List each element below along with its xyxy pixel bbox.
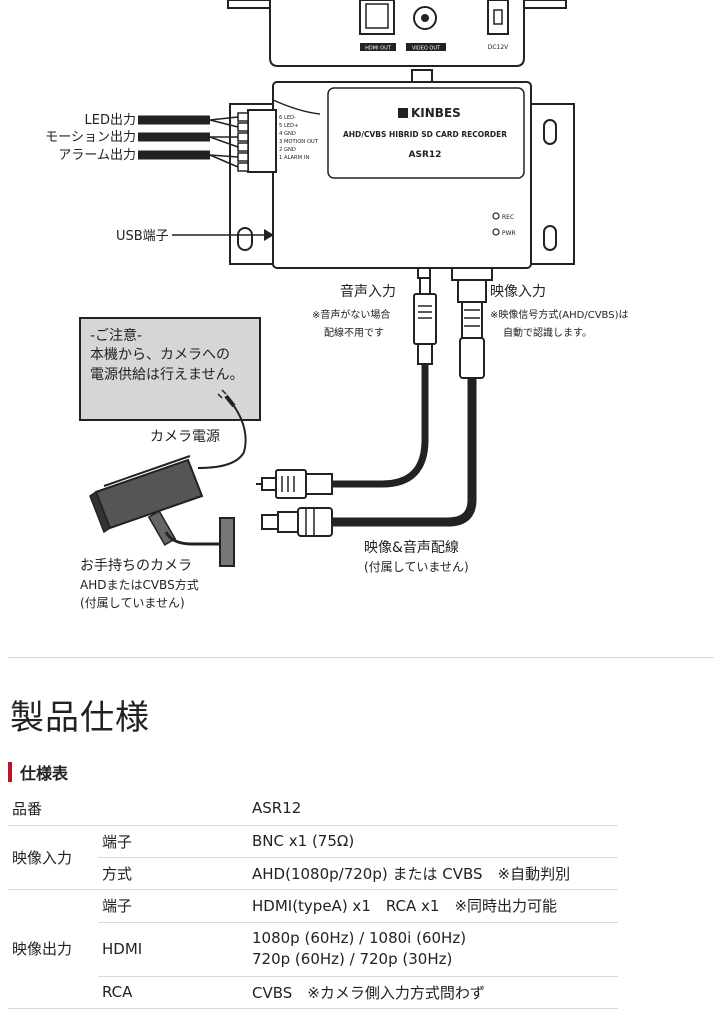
- pin-2-label: 2 GND: [279, 147, 296, 153]
- table-row: 品番 ASR12: [8, 792, 618, 826]
- video-out-label: VIDEO OUT: [412, 46, 441, 52]
- spec-value-video-in-terminal: BNC x1 (75Ω): [248, 825, 618, 858]
- recorder-description: AHD/CVBS HIBRID SD CARD RECORDER: [343, 130, 507, 139]
- audio-note-line2: 配線不用です: [324, 326, 384, 339]
- video-input-label: 映像入力: [490, 284, 546, 300]
- pin-1-label: 1 ALARM IN: [279, 155, 309, 161]
- usb-label: USB端子: [116, 229, 169, 244]
- camera-label-1: お手持ちのカメラ: [80, 558, 192, 574]
- spec-value-video-out-terminal: HDMI(typeA) x1 RCA x1 ※同時出力可能: [248, 889, 618, 923]
- brand-logo-icon: [398, 108, 408, 118]
- hdmi-out-label: HDMI OUT: [365, 46, 392, 52]
- spec-value-video-out-rca: CVBS ※カメラ側入力方式問わず: [248, 976, 618, 1009]
- brand-label: KINBES: [411, 106, 461, 120]
- spec-value-model: ASR12: [248, 792, 618, 826]
- spec-group-video-out: 映像出力: [8, 889, 98, 1009]
- bnc-cable: [261, 279, 487, 537]
- pin-4-label: 4 GND: [279, 131, 296, 137]
- recorder-model: ASR12: [409, 150, 442, 160]
- hdmi-mode-line-2: 720p (60Hz) / 720p (30Hz): [252, 950, 453, 968]
- spec-value-video-in-method: AHD(1080p/720p) または CVBS ※自動判別: [248, 857, 618, 890]
- spec-label-model: 品番: [8, 792, 248, 826]
- spec-sub-video-out-rca: RCA: [98, 976, 248, 1009]
- audio-input-label: 音声入力: [340, 283, 396, 300]
- power-plug-icon: [224, 394, 236, 408]
- dc12v-label: DC12V: [488, 44, 509, 51]
- rec-label: REC: [502, 214, 514, 221]
- notice-line-1: 本機から、カメラへの: [90, 347, 230, 363]
- camera-label-2: AHDまたはCVBS方式: [80, 577, 199, 592]
- video-note-line1: ※映像信号方式(AHD/CVBS)は: [490, 308, 628, 321]
- hdmi-mode-line-1: 1080p (60Hz) / 1080i (60Hz): [252, 929, 467, 947]
- table-row: 映像出力 端子 HDMI(typeA) x1 RCA x1 ※同時出力可能: [8, 889, 618, 1009]
- cable-label: 映像&音声配線: [364, 539, 459, 556]
- motion-output-label: モーション出力: [45, 130, 136, 145]
- terminal-wires: [138, 115, 239, 168]
- pin-3-label: 3 MOTION OUT: [279, 139, 319, 145]
- spec-sub-video-out-terminal: 端子: [98, 889, 248, 923]
- audio-note-line1: ※音声がない場合: [312, 308, 390, 321]
- table-row: 映像入力 端子 BNC x1 (75Ω): [8, 825, 618, 890]
- table-row: HDMI 1080p (60Hz) / 1080i (60Hz) 720p (6…: [8, 922, 618, 977]
- rca-cable: [256, 277, 437, 499]
- spec-value-video-out-hdmi: 1080p (60Hz) / 1080i (60Hz) 720p (60Hz) …: [248, 922, 618, 977]
- section-accent-bar: [8, 762, 12, 782]
- rec-led-icon: [492, 212, 500, 220]
- spec-sub-video-out-hdmi: HDMI: [98, 922, 248, 977]
- recorder-back-view: HDMI OUT VIDEO OUT DC12V: [227, 0, 567, 67]
- table-row: RCA CVBS ※カメラ側入力方式問わず: [8, 976, 618, 1009]
- camera-icon: [89, 455, 235, 567]
- spec-table: 品番 ASR12 映像入力 端子 BNC x1 (75Ω) 方式 AHD(108…: [8, 792, 618, 1009]
- alarm-output-label: アラーム出力: [58, 148, 136, 163]
- camera-power-cord: [197, 405, 247, 469]
- notice-heading: -ご注意-: [90, 327, 142, 344]
- terminal-block: [247, 109, 277, 173]
- camera-power-label: カメラ電源: [150, 429, 220, 445]
- pin-5-label: 5 LED+: [279, 123, 298, 129]
- pwr-label: PWR: [502, 230, 516, 237]
- cable-note: (付属していません): [364, 560, 469, 574]
- recorder-front-view: KINBES AHD/CVBS HIBRID SD CARD RECORDER …: [229, 69, 575, 281]
- led-output-label: LED出力: [85, 113, 136, 128]
- pin-6-label: 6 LED-: [279, 115, 296, 121]
- pwr-led-icon: [492, 228, 500, 236]
- section-heading-text: 仕様表: [20, 764, 69, 783]
- notice-box: -ご注意- 本機から、カメラへの 電源供給は行えません。: [79, 317, 261, 421]
- spec-sub-video-in-terminal: 端子: [98, 825, 248, 858]
- video-note-line2: 自動で認識します。: [503, 326, 592, 339]
- spec-group-video-in: 映像入力: [8, 825, 98, 890]
- notice-line-2: 電源供給は行えません。: [90, 367, 244, 383]
- connection-diagram: HDMI OUT VIDEO OUT DC12V KINBES AHD/CVBS…: [45, 0, 628, 610]
- section-divider: [8, 657, 714, 658]
- spec-sub-video-in-method: 方式: [98, 857, 248, 890]
- page-title: 製品仕様: [10, 698, 150, 738]
- section-heading: 仕様表: [8, 760, 68, 784]
- table-row: 方式 AHD(1080p/720p) または CVBS ※自動判別: [8, 857, 618, 890]
- camera-label-3: (付属していません): [80, 596, 185, 610]
